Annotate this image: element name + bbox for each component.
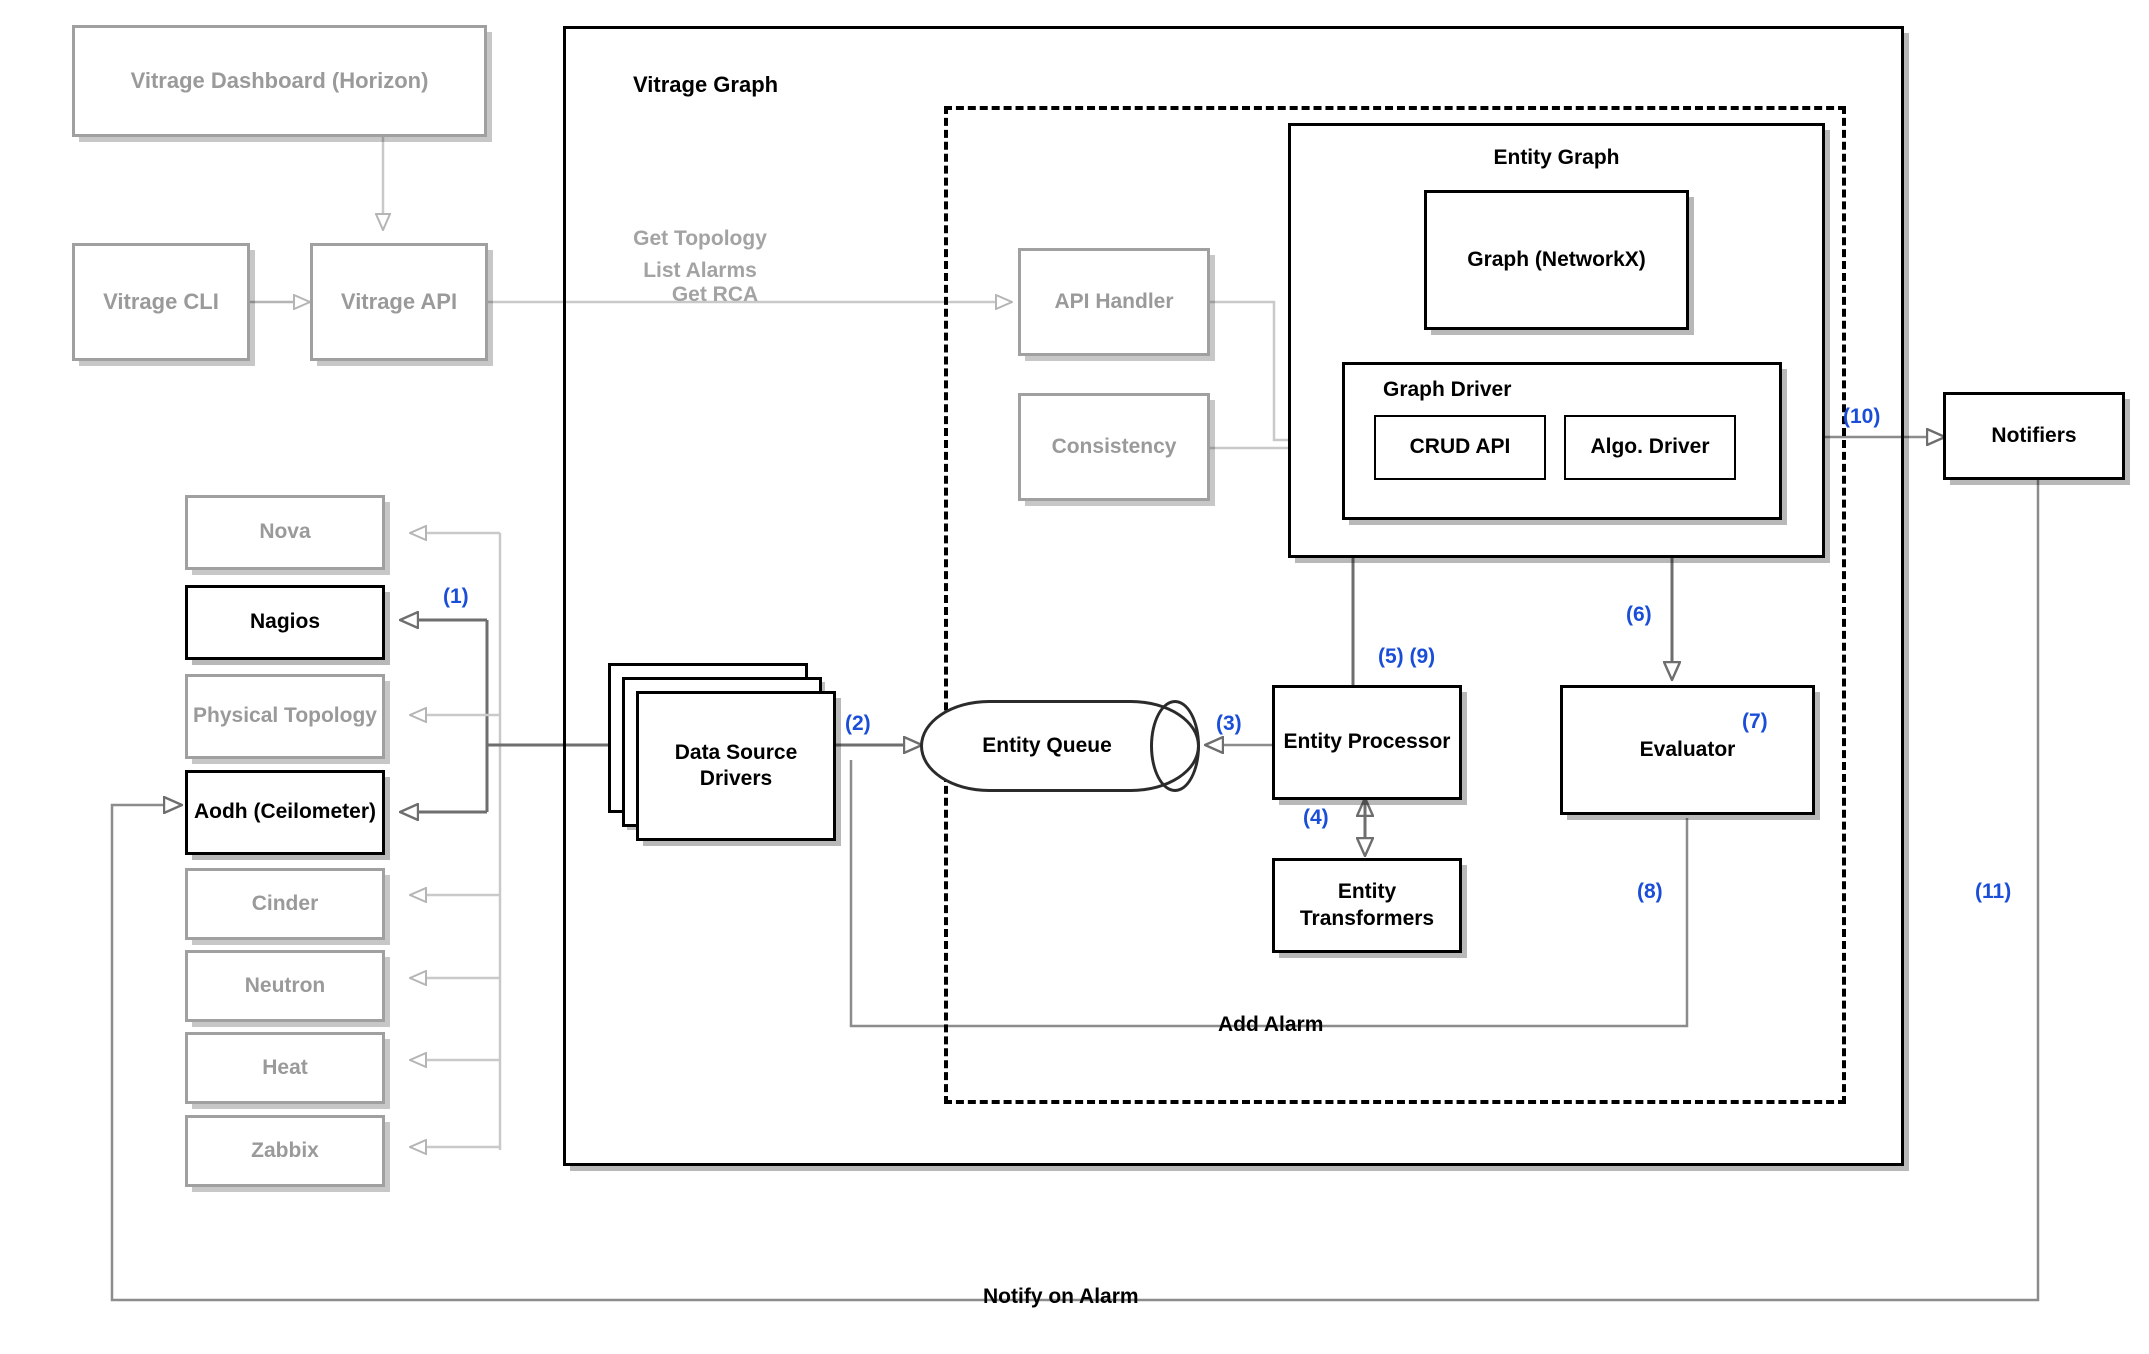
vitrage-dashboard-label: Vitrage Dashboard (Horizon) (130, 68, 429, 94)
step-8-label: (8) (1637, 880, 1663, 903)
data-source-label: Cinder (251, 891, 319, 915)
notifiers-box[interactable]: Notifiers (1943, 392, 2125, 480)
api-handler-label: API Handler (1054, 289, 1174, 313)
api-handler-box[interactable]: API Handler (1018, 248, 1210, 356)
notify-on-alarm-label: Notify on Alarm (983, 1285, 1139, 1308)
vitrage-dashboard-box[interactable]: Vitrage Dashboard (Horizon) (72, 25, 487, 137)
entity-graph-title: Entity Graph (1493, 146, 1620, 169)
step-1-label: (1) (443, 585, 469, 608)
crud-api-label: CRUD API (1409, 435, 1511, 459)
step-6-label: (6) (1626, 603, 1652, 626)
notifiers-label: Notifiers (1991, 423, 2077, 447)
step-10-label: (10) (1843, 405, 1881, 428)
processing-boundary-dashed (944, 106, 1846, 1104)
crud-api-box[interactable]: CRUD API (1374, 415, 1546, 480)
edge-notifiers-to-aodh (110, 475, 2040, 1302)
entity-processor-label: Entity Processor (1283, 730, 1451, 754)
step-4-label: (4) (1303, 806, 1329, 829)
step-3-label: (3) (1216, 712, 1242, 735)
data-source-label: Aodh (Ceilometer) (193, 800, 376, 824)
step-11-label: (11) (1975, 880, 2012, 903)
consistency-box[interactable]: Consistency (1018, 393, 1210, 501)
api-call-list-alarms: List Alarms (643, 259, 757, 282)
step-5-9-label: (5) (9) (1378, 645, 1436, 668)
entity-transformers-label: Entity Transformers (1299, 880, 1435, 930)
data-source-cinder[interactable]: Cinder (185, 868, 385, 940)
data-source-zabbix[interactable]: Zabbix (185, 1115, 385, 1187)
add-alarm-label: Add Alarm (1218, 1013, 1324, 1036)
data-source-physical-topology[interactable]: Physical Topology (185, 674, 385, 759)
evaluator-label: Evaluator (1639, 737, 1736, 761)
data-source-nagios[interactable]: Nagios (185, 585, 385, 660)
algo-driver-box[interactable]: Algo. Driver (1564, 415, 1736, 480)
data-source-label: Nagios (249, 610, 320, 634)
vitrage-graph-container (563, 26, 1904, 1166)
data-source-nova[interactable]: Nova (185, 495, 385, 570)
step-7-label: (7) (1742, 710, 1768, 733)
entity-processor-box[interactable]: Entity Processor (1272, 685, 1462, 800)
data-source-heat[interactable]: Heat (185, 1032, 385, 1104)
graph-networkx-box[interactable]: Graph (NetworkX) (1424, 190, 1689, 330)
consistency-label: Consistency (1051, 434, 1177, 458)
data-source-drivers-label: Data Source Drivers (674, 740, 798, 790)
vitrage-api-box[interactable]: Vitrage API (310, 243, 488, 361)
entity-queue-cap (1150, 700, 1200, 792)
vitrage-graph-title: Vitrage Graph (633, 72, 779, 97)
edge-datasources-bus (400, 533, 610, 1150)
edge-evaluator-addalarm (849, 760, 1689, 1028)
algo-driver-label: Algo. Driver (1590, 435, 1710, 459)
data-source-label: Zabbix (251, 1138, 319, 1162)
data-source-aodh[interactable]: Aodh (Ceilometer) (185, 770, 385, 855)
graph-driver-title: Graph Driver (1383, 378, 1512, 401)
data-source-neutron[interactable]: Neutron (185, 950, 385, 1022)
api-call-get-rca: Get RCA (671, 283, 759, 306)
evaluator-box[interactable]: Evaluator (1560, 685, 1815, 815)
vitrage-api-label: Vitrage API (340, 289, 458, 315)
entity-transformers-box[interactable]: Entity Transformers (1272, 858, 1462, 953)
data-source-label: Physical Topology (193, 704, 377, 728)
entity-queue-label: Entity Queue (982, 734, 1112, 757)
step-2-label: (2) (845, 712, 871, 735)
data-source-label: Nova (259, 520, 311, 544)
data-source-drivers-box[interactable]: Data Source Drivers (636, 691, 836, 841)
data-source-label: Neutron (244, 973, 326, 997)
api-call-get-topology: Get Topology (633, 227, 767, 250)
vitrage-cli-box[interactable]: Vitrage CLI (72, 243, 250, 361)
graph-networkx-label: Graph (NetworkX) (1467, 247, 1646, 271)
data-source-label: Heat (262, 1055, 308, 1079)
vitrage-cli-label: Vitrage CLI (103, 289, 219, 315)
